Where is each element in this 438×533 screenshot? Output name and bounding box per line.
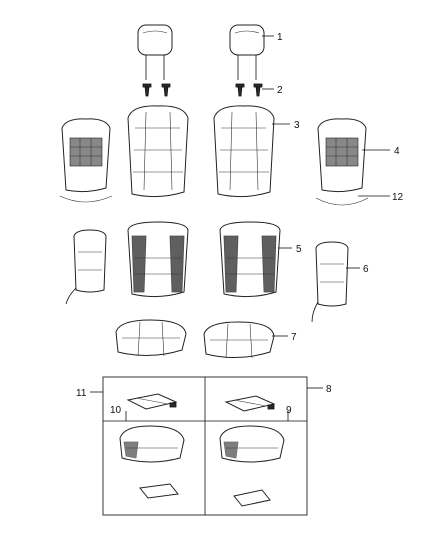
callout-12: 12	[392, 192, 404, 203]
headrest-guides-right	[235, 83, 263, 97]
seat-cushion-cover-right	[203, 321, 275, 359]
callout-5: 5	[296, 244, 302, 255]
seat-back-cover-left	[127, 105, 189, 198]
seat-back-panel-right	[311, 241, 349, 323]
seat-back-panel-left	[65, 229, 107, 305]
headrest-guides-left	[142, 83, 171, 97]
leader-lines	[90, 35, 390, 421]
callout-11: 11	[76, 388, 87, 399]
callout-10: 10	[110, 405, 122, 416]
callout-2: 2	[277, 85, 283, 96]
kit-cushion-pad-left	[119, 425, 185, 463]
kit-item-lower-right	[233, 489, 271, 507]
seat-back-pad-right	[219, 221, 281, 298]
callout-1: 1	[277, 32, 283, 43]
seat-back-frame-left	[59, 118, 113, 203]
headrest-right	[229, 24, 265, 80]
callout-3: 3	[294, 120, 300, 131]
seat-cushion-cover-left	[115, 319, 187, 357]
callout-9: 9	[286, 405, 292, 416]
callout-6: 6	[363, 264, 369, 275]
callout-4: 4	[394, 146, 400, 157]
seat-back-frame-right	[315, 118, 369, 206]
kit-item-lower-left	[139, 483, 179, 499]
kit-cushion-pad-right	[219, 425, 285, 463]
kit-item-upper-left	[126, 393, 178, 410]
callout-8: 8	[326, 384, 332, 395]
seat-back-pad-left	[127, 221, 189, 298]
kit-item-upper-right	[224, 395, 276, 412]
callout-7: 7	[291, 332, 297, 343]
seat-back-cover-right	[213, 105, 275, 198]
headrest-left	[137, 24, 173, 80]
